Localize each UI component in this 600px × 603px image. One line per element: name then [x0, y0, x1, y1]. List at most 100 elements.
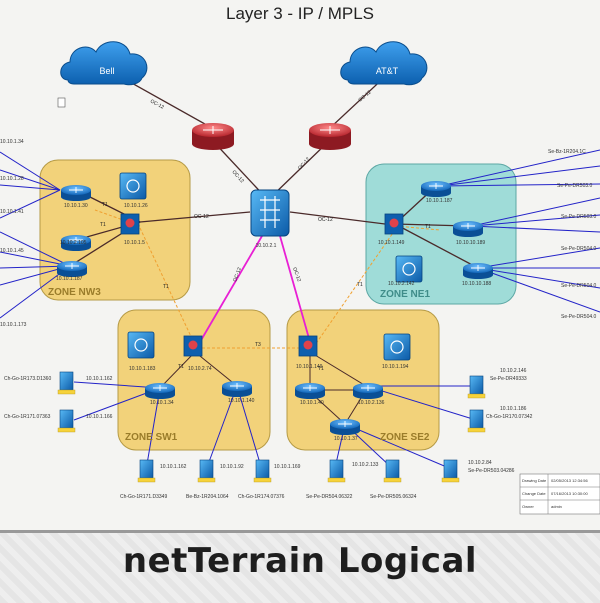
link-label-t1: T1	[318, 366, 324, 372]
zone-ne1-label: ZONE NE1	[380, 289, 430, 300]
nw3-server-icon[interactable]	[119, 172, 147, 200]
edge-switch-icon[interactable]	[467, 409, 486, 433]
right-device-label: Se-Pe-DR503.0	[557, 183, 593, 189]
link-label-t1: T1	[163, 284, 169, 290]
zone-se2-label: ZONE SE2	[380, 432, 430, 443]
edge-switch-icon[interactable]	[383, 459, 402, 483]
nw3-router-1-icon[interactable]	[61, 185, 91, 201]
title-block-value: admin	[551, 504, 562, 509]
sw-edge-ip: 10.10.1.166	[86, 414, 113, 420]
sw-edge-label: Ch-Go-1R171.D3349	[120, 494, 167, 500]
network-diagram: Bell AT&T OC-12 OC-12 OC-12 OC-12 OC-12 …	[0, 41, 600, 515]
cloud-att[interactable]	[340, 41, 428, 86]
sw1-firewall-icon[interactable]	[183, 335, 203, 357]
sw1-server-ip: 10.10.1.183	[129, 366, 156, 372]
left-ip: 10.10.1.41	[0, 209, 24, 215]
se2-server-ip: 10.10.1.194	[382, 364, 409, 370]
se2-router-3-icon[interactable]	[330, 419, 360, 435]
edge-switch-icon[interactable]	[57, 409, 76, 433]
se-edge-ip: 10.10.2.84	[468, 460, 492, 466]
diagram-title: Layer 3 - IP / MPLS	[225, 4, 375, 23]
firewall-group	[120, 213, 404, 357]
sw-edge-label: Be-Bz-1R204.1064	[186, 494, 229, 500]
edge-switch-icon[interactable]	[327, 459, 346, 483]
nw3-router-2-icon[interactable]	[61, 235, 91, 251]
server-group	[119, 172, 423, 361]
core-switch[interactable]	[250, 189, 290, 237]
sw-edge-label: Ch-Go-1R174.07376	[238, 494, 285, 500]
nw3-router1-ip: 10.10.1.30	[64, 203, 88, 209]
edge-device-group	[57, 371, 486, 483]
sw1-server-icon[interactable]	[127, 331, 155, 359]
sw1-router-1-icon[interactable]	[145, 383, 175, 399]
nw3-router3-ip: 10.10.1.187	[56, 276, 83, 282]
link-label-t1: T1	[102, 202, 108, 208]
diagram-canvas: Bell AT&T OC-12 OC-12 OC-12 OC-12 OC-12 …	[0, 0, 600, 530]
sw-edge-ip: 10.10.1.162	[160, 464, 187, 470]
right-device-label: Se-Pe-DR503.0	[561, 214, 597, 220]
se-edge-ip: 10.10.2.146	[500, 368, 527, 374]
sw-edge-label: Ch-Go-1R171.07363	[4, 414, 51, 420]
ne1-server-ip: 10.10.2.142	[388, 281, 415, 287]
se2-firewall-icon[interactable]	[298, 335, 318, 357]
sw1-router-2-icon[interactable]	[222, 381, 252, 397]
nw3-router2-ip: 10.10.2.105	[60, 240, 87, 246]
ne1-router-2-icon[interactable]	[453, 221, 483, 237]
title-block-label: Drawing Date	[522, 478, 547, 483]
ne1-firewall-ip: 10.10.1.149	[378, 240, 405, 246]
link-label-oc12: OC-12	[297, 156, 311, 171]
sw-edge-ip: 10.10.1.92	[220, 464, 244, 470]
nw3-router-3-icon[interactable]	[57, 261, 87, 277]
edge-switch-icon[interactable]	[137, 459, 156, 483]
sw1-router1-ip: 10.10.1.34	[150, 400, 174, 406]
cloud-bell[interactable]	[60, 41, 148, 86]
ne1-server-icon[interactable]	[395, 255, 423, 283]
link-label-oc12: OC-12	[232, 267, 243, 283]
title-block-label: Change Date	[522, 491, 546, 496]
se-edge-label: Se-Pe-DR504.06322	[306, 494, 353, 500]
left-ip: 10.10.1.28	[0, 176, 24, 182]
se-edge-ip: 10.10.2.133	[352, 462, 379, 468]
se2-firewall-ip: 10.10.1.149	[296, 364, 323, 370]
se-edge-label: Se-Pe-DR503.04286	[468, 468, 515, 474]
ne1-firewall-icon[interactable]	[384, 213, 404, 235]
title-block-value: 02/05/2013 12:34:56	[551, 478, 588, 483]
edge-switch-icon[interactable]	[57, 371, 76, 395]
se2-router-2-icon[interactable]	[353, 383, 383, 399]
wan-router-att[interactable]	[309, 123, 351, 150]
document-icon	[57, 97, 66, 108]
wan-router-bell[interactable]	[192, 123, 234, 150]
link-label-oc12: OC-12	[194, 214, 209, 220]
left-ip: 10.10.1.173	[0, 322, 27, 328]
left-ip: 10.10.1.34	[0, 139, 24, 145]
link-label-t3: T3	[255, 342, 261, 348]
right-device-label: Se-Pe-DR504.0	[561, 314, 597, 320]
link-label-oc12: OC-12	[357, 89, 372, 103]
se2-router-1-icon[interactable]	[295, 383, 325, 399]
edge-switch-icon[interactable]	[253, 459, 272, 483]
core-magenta-links	[199, 235, 311, 343]
ne1-router-3-icon[interactable]	[463, 263, 493, 279]
link-label-t1: T1	[100, 222, 106, 228]
link-label-oc12: OC-12	[231, 169, 245, 184]
core-ip: 10.10.2.1	[256, 243, 277, 249]
ne1-router3-ip: 10.10.10.188	[462, 281, 491, 287]
ne1-router-1-icon[interactable]	[421, 181, 451, 197]
edge-switch-icon[interactable]	[467, 375, 486, 399]
ne1-router1-ip: 10.10.1.187	[426, 198, 453, 204]
left-access-links	[0, 151, 71, 319]
edge-switch-icon[interactable]	[197, 459, 216, 483]
link-label-t1: T1	[425, 224, 431, 230]
se-edge-ip: 10.10.1.186	[500, 406, 527, 412]
link-label-t1: T1	[178, 364, 184, 370]
nw3-firewall-icon[interactable]	[120, 213, 140, 235]
ne1-router2-ip: 10.10.10.189	[456, 240, 485, 246]
sw-edge-ip: 10.10.1.169	[274, 464, 301, 470]
cloud-att-label: AT&T	[376, 66, 399, 76]
nw3-server-ip: 10.10.1.26	[124, 203, 148, 209]
nw3-firewall-ip: 10.10.1.5	[124, 240, 145, 246]
se2-server-icon[interactable]	[383, 333, 411, 361]
edge-switch-icon[interactable]	[441, 459, 460, 483]
link-label-oc12: OC-12	[318, 217, 333, 223]
sw-edge-label: Ch-Go-1R173.D1360	[4, 376, 51, 382]
